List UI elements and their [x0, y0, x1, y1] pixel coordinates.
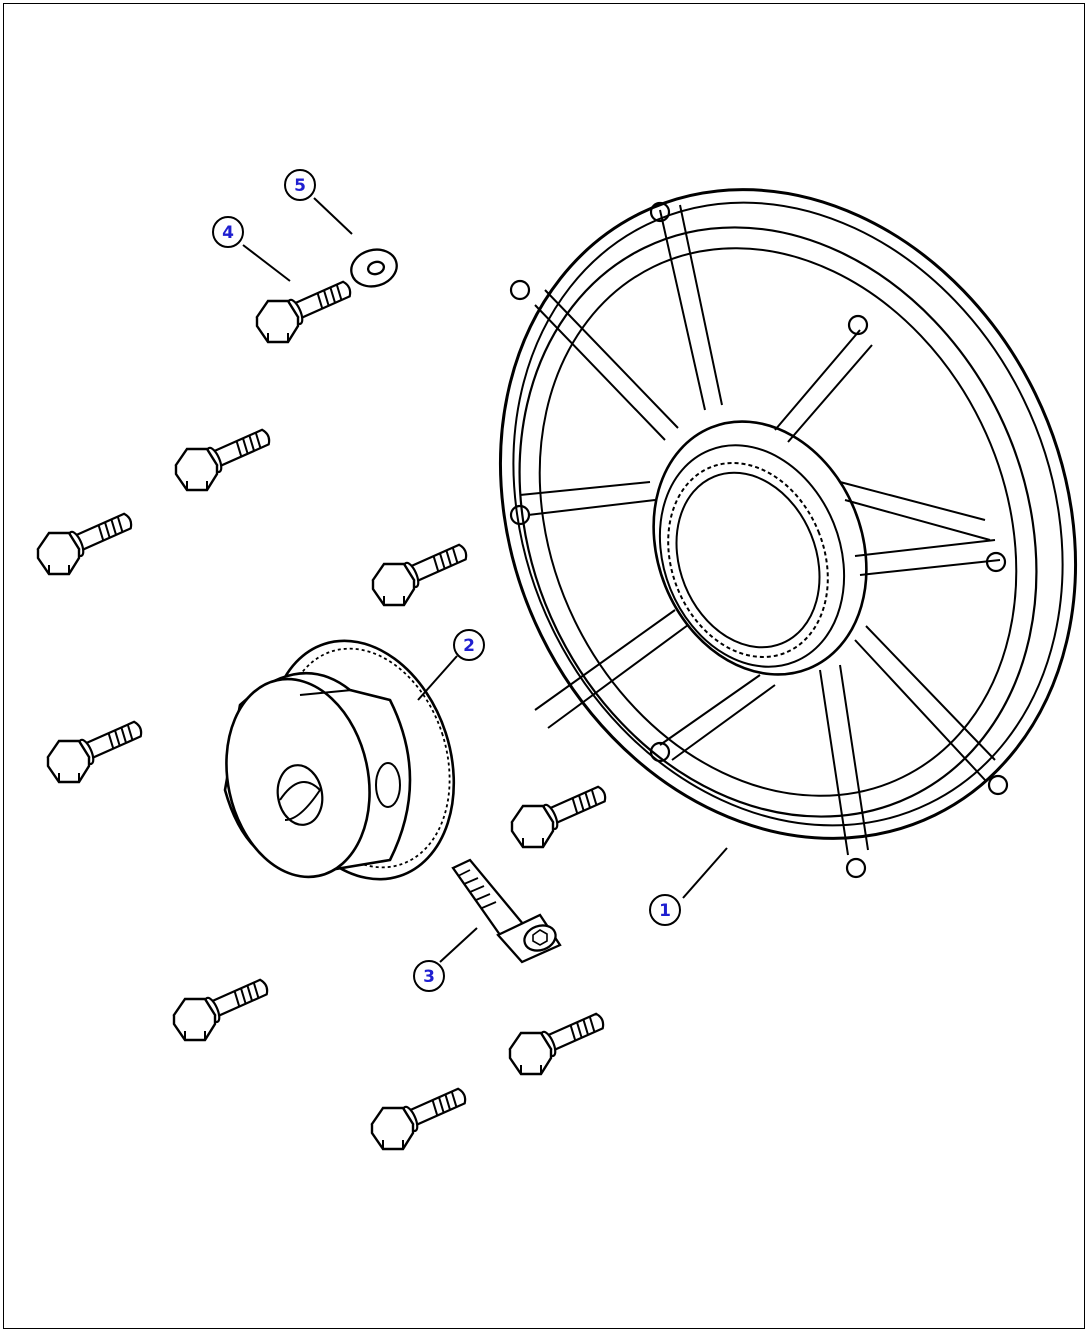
svg-text:3: 3: [423, 967, 435, 987]
leader-1: [682, 847, 728, 899]
gear-hub-part: [223, 639, 456, 881]
svg-text:4: 4: [222, 223, 234, 243]
svg-text:1: 1: [659, 901, 671, 921]
leader-2: [417, 655, 458, 701]
bolt-f: [172, 972, 273, 1042]
callout-2: 2: [453, 629, 485, 661]
callout-4: 4: [212, 216, 244, 248]
svg-text:2: 2: [463, 636, 475, 656]
callout-5: 5: [284, 169, 316, 201]
bolt-e: [510, 779, 611, 849]
callout-1: 1: [649, 894, 681, 926]
bolt-b: [36, 506, 137, 576]
bolt-d: [46, 714, 147, 784]
leader-3: [439, 927, 478, 963]
cap-screw-part: [451, 858, 562, 964]
svg-text:5: 5: [294, 176, 306, 196]
bolt-g: [508, 1006, 609, 1076]
leader-5: [313, 197, 353, 235]
washer-part: [350, 248, 398, 288]
bolt-h: [370, 1081, 471, 1151]
ring-housing-part: [498, 188, 1078, 879]
leader-4: [242, 244, 291, 282]
bolt-c: [371, 537, 472, 607]
leader-lines: [242, 197, 728, 963]
bolt-a: [174, 422, 275, 492]
hex-bolt-part: [255, 274, 356, 344]
callout-3: 3: [413, 960, 445, 992]
